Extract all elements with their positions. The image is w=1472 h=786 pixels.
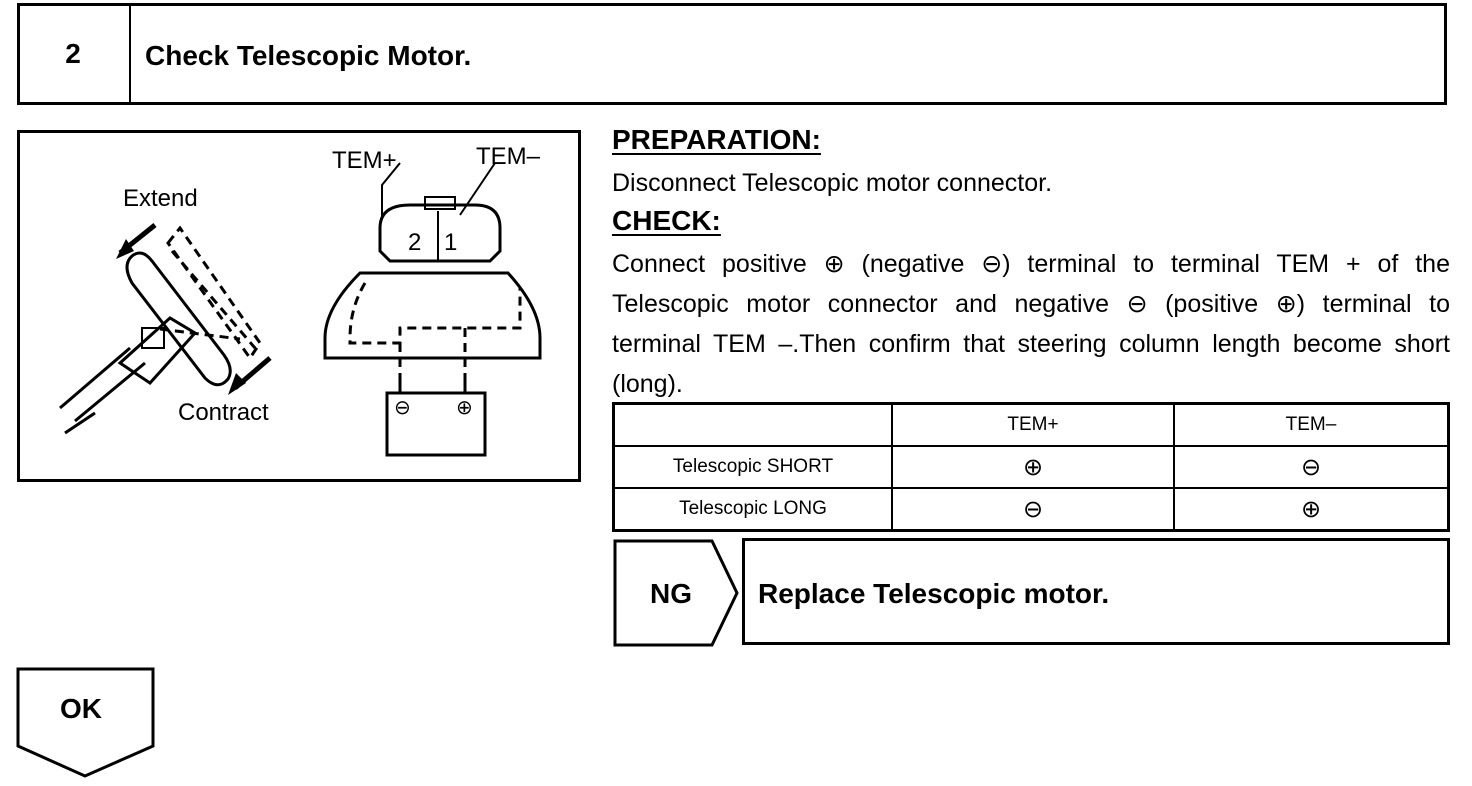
ok-label: OK (60, 693, 102, 724)
pin-2-label: 2 (408, 229, 422, 256)
table-row: Telescopic SHORT ⊕ ⊖ (612, 445, 1450, 489)
step-number: 2 (17, 3, 131, 105)
ng-arrow-icon (613, 539, 739, 647)
check-table: TEM+ TEM– Telescopic SHORT ⊕ ⊖ Telescopi… (612, 402, 1450, 532)
ng-action-box (742, 538, 1450, 645)
table-header-cell: TEM+ (891, 402, 1175, 447)
table-cell: Telescopic LONG (612, 487, 893, 532)
pin-1-label: 1 (444, 229, 458, 256)
preparation-heading: PREPARATION: (612, 124, 821, 155)
ok-arrow-icon (16, 667, 155, 778)
table-header-row: TEM+ TEM– (612, 402, 1450, 447)
contract-label: Contract (178, 399, 269, 426)
extend-label: Extend (123, 185, 198, 212)
ng-label: NG (650, 578, 692, 609)
table-cell: ⊕ (1173, 487, 1450, 532)
table-cell: ⊕ (891, 445, 1175, 489)
battery-plus-icon: ⊕ (456, 397, 473, 419)
tem-minus-label: TEM– (476, 143, 541, 170)
table-row: Telescopic LONG ⊖ ⊕ (612, 487, 1450, 532)
battery-minus-icon: ⊖ (394, 397, 411, 419)
table-header-cell: TEM– (1173, 402, 1450, 447)
table-cell: ⊖ (1173, 445, 1450, 489)
step-title: Check Telescopic Motor. (145, 40, 472, 71)
telescopic-motor-diagram (59, 162, 542, 457)
tem-plus-label: TEM+ (332, 147, 397, 174)
table-cell: Telescopic SHORT (612, 445, 893, 489)
table-cell: ⊖ (891, 487, 1175, 532)
steering-column-illustration (59, 223, 272, 435)
figure-box: Extend Contract TEM+ TEM– 2 1 ⊖ ⊕ (17, 130, 581, 482)
check-heading: CHECK: (612, 205, 721, 236)
check-text: Connect positive ⊕ (negative ⊖) terminal… (612, 250, 1450, 398)
step-header (17, 3, 1447, 105)
ng-action-text: Replace Telescopic motor. (758, 578, 1110, 609)
table-header-cell (612, 402, 893, 447)
preparation-text: Disconnect Telescopic motor connector. (612, 169, 1053, 197)
connector-illustration (323, 162, 542, 457)
